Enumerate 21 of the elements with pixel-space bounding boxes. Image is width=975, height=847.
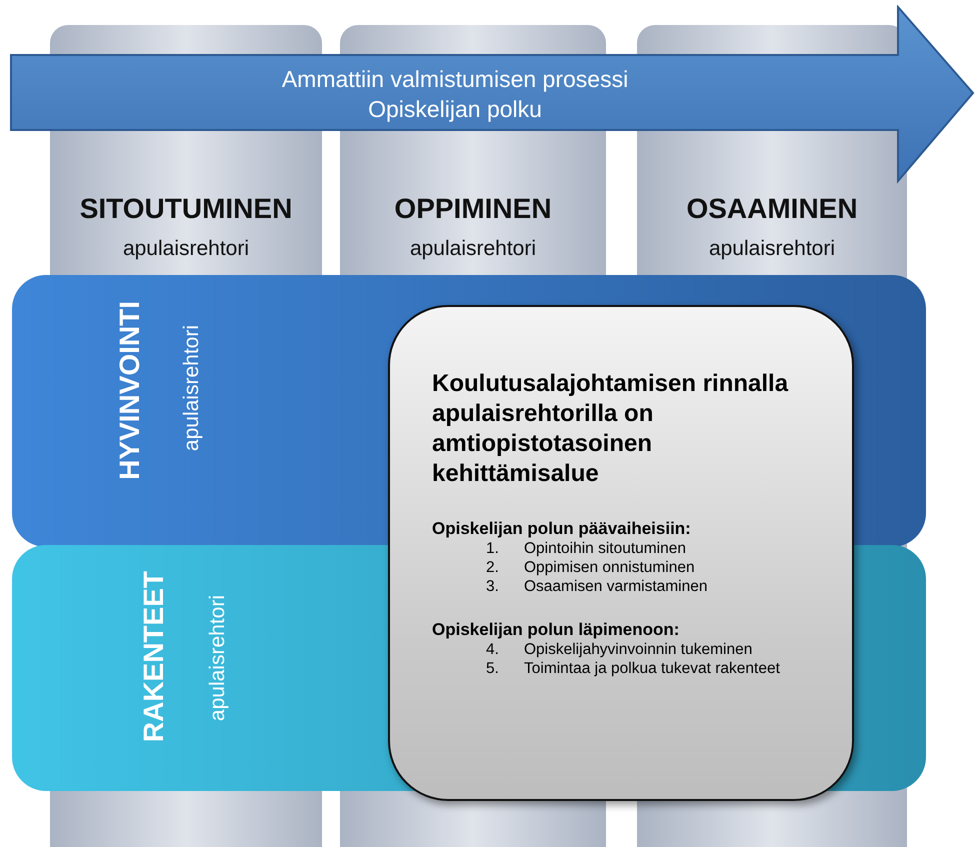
column-heading: SITOUTUMINEN bbox=[78, 193, 294, 225]
banner-text: Ammattiin valmistumisen prosessi bbox=[280, 66, 630, 93]
role-text: apulaisrehtori bbox=[206, 595, 230, 722]
band-heading: RAKENTEET bbox=[138, 571, 170, 742]
column-heading: OPPIMINEN bbox=[393, 193, 553, 225]
list-item: 5. Toimintaa ja polkua tukevat rakenteet bbox=[485, 659, 781, 678]
text-box bbox=[388, 305, 854, 801]
role-text: apulaisrehtori bbox=[180, 325, 204, 452]
list-item: 1. Opintoihin sitoutuminen bbox=[485, 539, 687, 558]
list-heading: Opiskelijan polun päävaiheisiin: bbox=[432, 519, 692, 539]
list-item: 3. Osaamisen varmistaminen bbox=[485, 577, 708, 596]
list-item: 2. Oppimisen onnistuminen bbox=[485, 558, 696, 577]
role-text: apulaisrehtori bbox=[122, 237, 250, 261]
role-text: apulaisrehtori bbox=[408, 237, 538, 261]
role-text: apulaisrehtori bbox=[708, 237, 836, 261]
list-item: 4. Opiskelijahyvinvoinnin tukeminen bbox=[485, 640, 754, 659]
column-heading: OSAAMINEN bbox=[685, 193, 859, 225]
list-heading: Opiskelijan polun läpimenoon: bbox=[432, 620, 680, 640]
band-heading: HYVINVOINTI bbox=[114, 301, 146, 480]
banner-text: Opiskelijan polku bbox=[367, 96, 543, 123]
box-heading: Koulutusalajohtamisen rinnalla apulaisrehtorilla on amtiopistotasoinen kehittämisalue bbox=[432, 369, 790, 489]
